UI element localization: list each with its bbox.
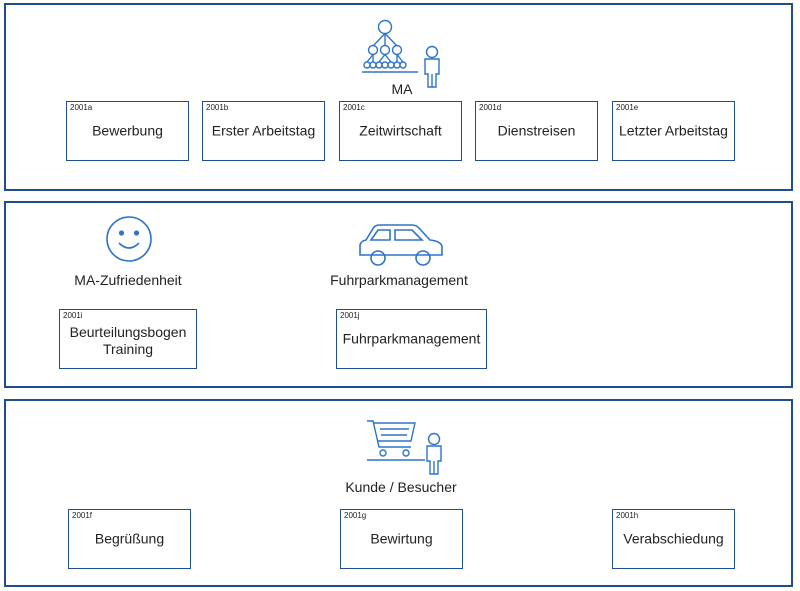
process-box-bewerbung[interactable]: 2001a Bewerbung — [66, 101, 189, 161]
process-label: Letzter Arbeitstag — [619, 122, 728, 139]
process-label: Erster Arbeitstag — [211, 122, 316, 139]
smiley-icon — [106, 216, 152, 262]
process-box-erster-arbeitstag[interactable]: 2001b Erster Arbeitstag — [202, 101, 325, 161]
org-chart-person-icon — [362, 19, 440, 88]
process-code: 2001i — [63, 311, 83, 320]
group-caption-fuhrparkmanagement: Fuhrparkmanagement — [330, 272, 468, 288]
shopping-cart-person-icon — [367, 420, 442, 475]
process-box-dienstreisen[interactable]: 2001d Dienstreisen — [475, 101, 598, 161]
process-box-zeitwirtschaft[interactable]: 2001c Zeitwirtschaft — [339, 101, 462, 161]
process-label: Bewerbung — [92, 122, 163, 139]
process-code: 2001c — [343, 103, 365, 112]
process-code: 2001b — [206, 103, 229, 112]
lane-zufriedenheit-fuhrpark: MA-Zufriedenheit Fuhrparkmanagement 2001… — [4, 201, 793, 388]
process-label: Begrüßung — [94, 530, 165, 547]
group-caption-ma-zufriedenheit: MA-Zufriedenheit — [74, 272, 182, 288]
lane-ma: MA 2001a Bewerbung 2001b Erster Arbeitst… — [4, 3, 793, 191]
process-label: Verabschiedung — [623, 530, 724, 547]
lane-ma-caption: MA — [391, 81, 413, 97]
process-code: 2001a — [70, 103, 93, 112]
process-code: 2001e — [616, 103, 639, 112]
process-code: 2001f — [72, 511, 93, 520]
process-code: 2001j — [340, 311, 360, 320]
lane-kunde-besucher-caption: Kunde / Besucher — [345, 479, 457, 495]
car-icon — [359, 224, 443, 266]
process-box-letzter-arbeitstag[interactable]: 2001e Letzter Arbeitstag — [612, 101, 735, 161]
process-box-bewirtung[interactable]: 2001g Bewirtung — [340, 509, 463, 569]
process-box-verabschiedung[interactable]: 2001h Verabschiedung — [612, 509, 735, 569]
process-code: 2001g — [344, 511, 367, 520]
process-label: Beurteilungsbogen Training — [69, 324, 187, 358]
process-box-begruessung[interactable]: 2001f Begrüßung — [68, 509, 191, 569]
process-code: 2001d — [479, 103, 502, 112]
process-box-fuhrparkmanagement[interactable]: 2001j Fuhrparkmanagement — [336, 309, 487, 369]
process-box-beurteilungsbogen-training[interactable]: 2001i Beurteilungsbogen Training — [59, 309, 197, 369]
process-label: Dienstreisen — [497, 122, 576, 139]
process-label: Bewirtung — [370, 530, 433, 547]
process-label: Fuhrparkmanagement — [342, 330, 481, 347]
process-label: Zeitwirtschaft — [359, 122, 442, 139]
lane-kunde-besucher: Kunde / Besucher 2001f Begrüßung 2001g B… — [4, 399, 793, 587]
process-code: 2001h — [616, 511, 639, 520]
